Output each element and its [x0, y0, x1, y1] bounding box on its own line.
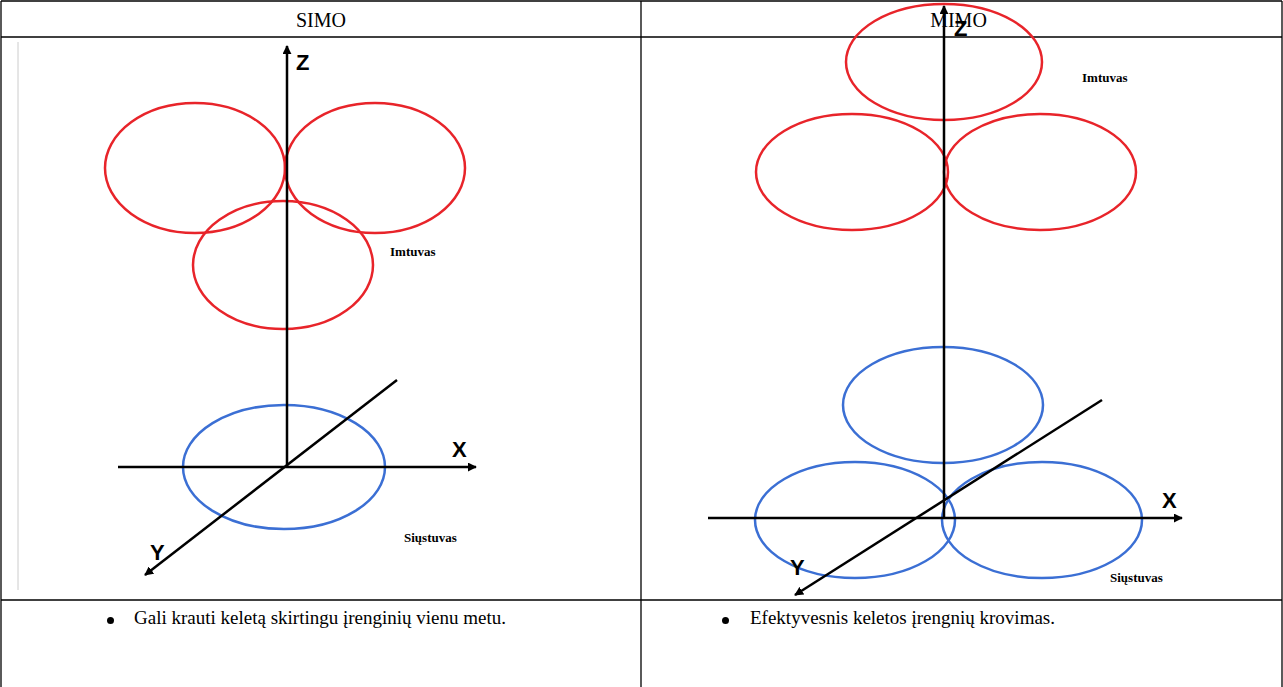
simo-figure [105, 46, 476, 575]
axis-label: X [452, 437, 467, 463]
receiver-label: Imtuvas [390, 244, 436, 260]
bullet-mark [107, 617, 114, 624]
axis-label: X [1162, 488, 1177, 514]
axis-label: Z [954, 16, 967, 42]
bullet-text: Efektyvesnis keletos įrengnių krovimas. [750, 606, 1190, 630]
axis-label: Z [296, 50, 309, 76]
axis-label: Y [150, 540, 165, 566]
bullet-mark [722, 617, 729, 624]
receiver-label: Imtuvas [1082, 70, 1128, 86]
axis-label: Y [790, 555, 805, 581]
column-header: SIMO [1, 8, 641, 32]
bullet-text: Gali krauti keletą skirtingu įrenginių v… [134, 606, 514, 630]
frame-line [18, 42, 19, 590]
mimo-figure [708, 4, 1182, 595]
transmitter-label: Siųstuvas [404, 530, 457, 546]
transmitter-label: Siųstuvas [1110, 570, 1163, 586]
